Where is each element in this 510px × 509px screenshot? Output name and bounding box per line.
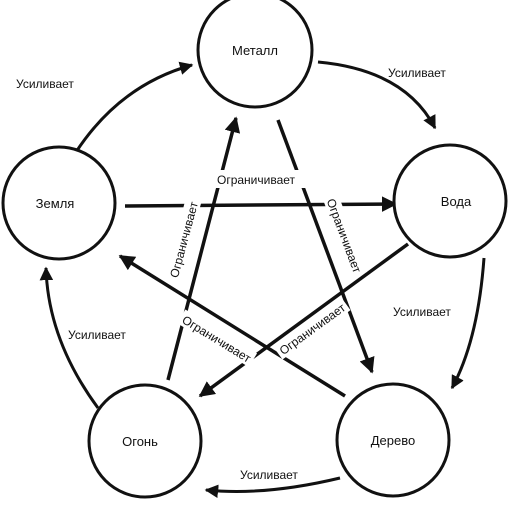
label-earth-metal: Усиливает [16,77,74,91]
edge-wood-to-earth [118,254,346,398]
node-earth: Земля [1,145,117,261]
generating-cycle [39,60,486,498]
node-water: Вода [392,143,508,259]
label-earth-water-group: Ограничивает [198,170,314,188]
label-fire-earth: Усиливает [68,328,126,342]
node-fire-label: Огонь [122,434,158,449]
node-wood-label: Дерево [371,433,415,448]
edge-water-to-wood [450,257,486,390]
generating-labels: Усиливает Усиливает Усиливает Усиливает … [16,66,451,482]
edge-water-to-fire [198,242,410,398]
edge-earth-to-metal [74,61,194,153]
edge-wood-to-fire [204,476,341,498]
label-wood-earth: Ограничивает [180,313,254,366]
edge-fire-to-metal [166,116,241,381]
node-water-label: Вода [441,194,472,209]
label-wood-fire: Усиливает [240,468,298,482]
node-fire: Огонь [87,383,203,499]
node-wood: Дерево [335,382,451,498]
node-metal-label: Металл [232,43,278,58]
node-metal: Металл [196,0,314,109]
controlling-cycle [118,116,410,398]
node-earth-label: Земля [36,196,75,211]
edge-metal-to-water [317,60,437,130]
edge-earth-to-water [124,196,398,212]
label-water-fire-group: Ограничивает [273,297,351,360]
label-earth-water: Ограничивает [217,173,296,187]
label-water-fire: Ограничивает [277,300,349,357]
label-water-wood: Усиливает [393,305,451,319]
edge-fire-to-earth [39,266,100,409]
edge-metal-to-wood [276,119,375,374]
controlling-labels: Ограничивает Ограничивает Ограничивает О… [164,170,368,368]
label-metal-water: Усиливает [388,66,446,80]
